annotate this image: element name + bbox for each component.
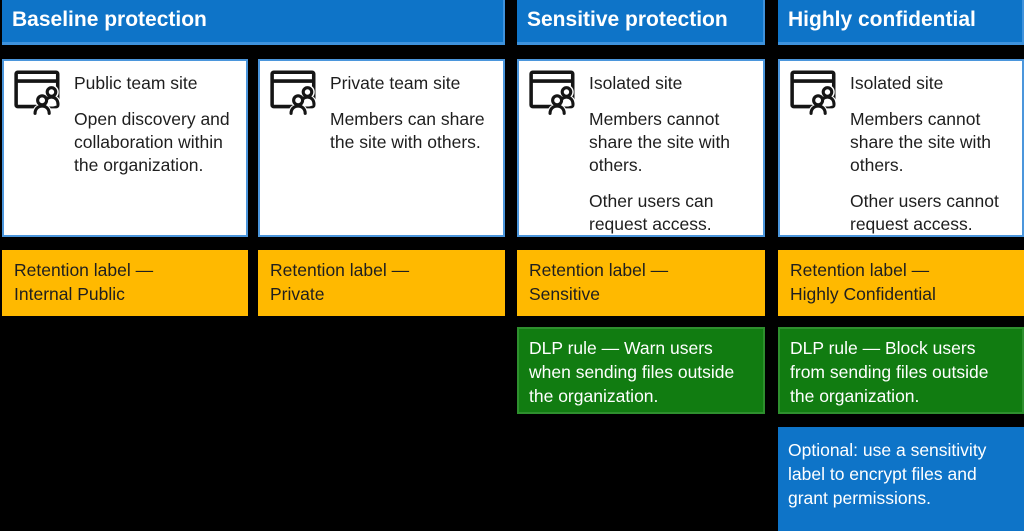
optional-sensitivity-label: Optional: use a sensitivity label to enc… [778, 427, 1024, 531]
header-highly-confidential: Highly confidential [778, 0, 1024, 45]
retention-label-prefix: Retention label — [790, 260, 930, 280]
header-baseline-protection-label: Baseline protection [12, 8, 207, 31]
retention-label-internal-public: Retention label — Internal Public [2, 250, 248, 316]
header-baseline-protection: Baseline protection [2, 0, 505, 45]
card-description: Members cannot share the site with other… [850, 109, 992, 175]
dlp-rule-warn-text: DLP rule — Warn users when sending files… [529, 338, 735, 406]
card-isolated-site-sensitive: Isolated site Members cannot share the s… [517, 59, 765, 237]
card-private-team-site: Private team site Members can share the … [258, 59, 505, 237]
retention-label-name: Sensitive [529, 284, 601, 304]
card-description: Other users can request access. [589, 191, 714, 234]
team-site-icon [789, 66, 841, 118]
retention-label-sensitive: Retention label — Sensitive [517, 250, 765, 316]
card-title-isolated-site: Isolated site [589, 73, 683, 93]
retention-label-name: Highly Confidential [790, 284, 936, 304]
dlp-rule-block: DLP rule — Block users from sending file… [778, 327, 1024, 414]
card-isolated-site-confidential: Isolated site Members cannot share the s… [778, 59, 1024, 237]
retention-label-highly-confidential: Retention label — Highly Confidential [778, 250, 1024, 316]
card-public-team-site: Public team site Open discovery and coll… [2, 59, 248, 237]
optional-sensitivity-label-text: Optional: use a sensitivity label to enc… [788, 440, 987, 508]
retention-label-name: Private [270, 284, 325, 304]
team-site-icon [528, 66, 580, 118]
card-title-private-team-site: Private team site [330, 73, 461, 93]
team-site-icon [269, 66, 321, 118]
retention-label-prefix: Retention label — [270, 260, 410, 280]
card-description: Open discovery and collaboration within … [74, 109, 230, 175]
card-description: Other users cannot request access. [850, 191, 999, 234]
header-sensitive-protection: Sensitive protection [517, 0, 765, 45]
dlp-rule-warn: DLP rule — Warn users when sending files… [517, 327, 765, 414]
retention-label-private: Retention label — Private [258, 250, 505, 316]
card-description: Members can share the site with others. [330, 109, 485, 152]
team-site-icon [13, 66, 65, 118]
retention-label-prefix: Retention label — [529, 260, 669, 280]
card-title-public-team-site: Public team site [74, 73, 198, 93]
card-description: Members cannot share the site with other… [589, 109, 731, 175]
card-title-isolated-site: Isolated site [850, 73, 944, 93]
header-sensitive-protection-label: Sensitive protection [527, 8, 728, 31]
retention-label-name: Internal Public [14, 284, 125, 304]
retention-label-prefix: Retention label — [14, 260, 154, 280]
dlp-rule-block-text: DLP rule — Block users from sending file… [790, 338, 989, 406]
header-highly-confidential-label: Highly confidential [788, 8, 976, 31]
